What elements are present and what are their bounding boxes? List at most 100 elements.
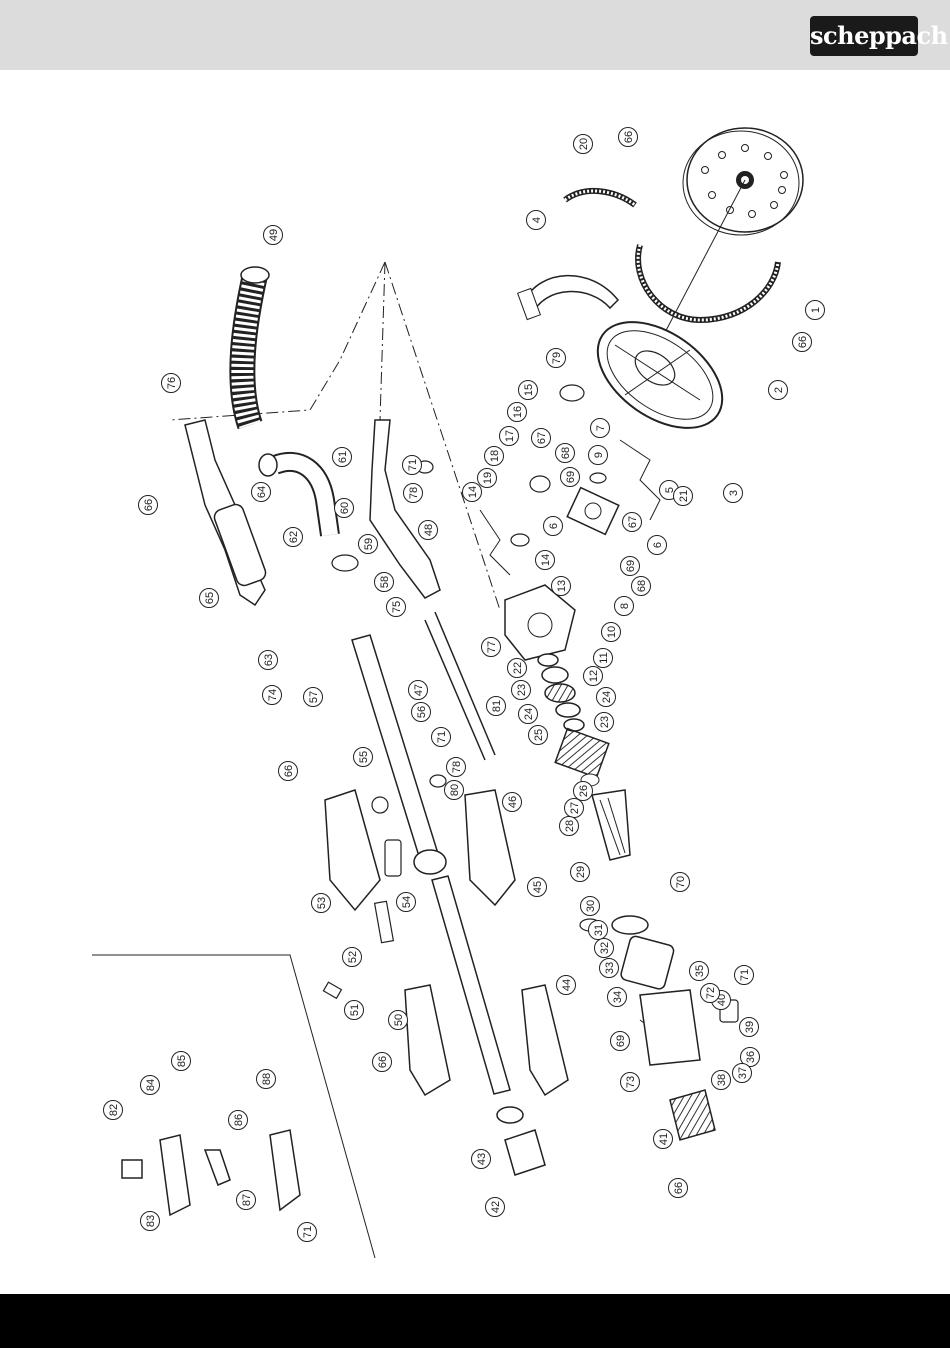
part-label: 69 xyxy=(620,556,640,576)
part-number: 1 xyxy=(810,307,822,313)
part-number: 22 xyxy=(512,662,524,674)
part-number: 65 xyxy=(204,592,216,604)
part-number: 9 xyxy=(593,452,605,458)
part-number: 68 xyxy=(560,447,572,459)
exploded-parts-diagram: 1234566789101112131414151617181920212223… xyxy=(92,127,825,1259)
part-number: 74 xyxy=(267,689,279,701)
part-number: 28 xyxy=(564,820,576,832)
end-cap xyxy=(669,1089,716,1141)
part-label: 87 xyxy=(236,1190,256,1210)
part-label: 68 xyxy=(631,576,651,596)
part-label: 45 xyxy=(527,877,547,897)
gear-housing xyxy=(504,584,576,661)
part-number: 16 xyxy=(512,406,524,418)
housing-bracket xyxy=(369,419,441,599)
part-label: 27 xyxy=(564,798,584,818)
part-label: 7 xyxy=(590,418,610,438)
part-number: 54 xyxy=(401,896,413,908)
part-label: 25 xyxy=(528,725,548,745)
part-number: 66 xyxy=(673,1182,685,1194)
motor-housing xyxy=(611,915,701,1066)
part-number: 14 xyxy=(540,554,552,566)
part-label: 1 xyxy=(805,300,825,320)
part-label: 72 xyxy=(700,983,720,1003)
hose-elbow xyxy=(258,451,340,537)
part-label: 12 xyxy=(583,666,603,686)
bearing-stack xyxy=(537,653,585,732)
part-number: 71 xyxy=(302,1226,314,1238)
part-number: 6 xyxy=(652,542,664,548)
part-number: 23 xyxy=(599,716,611,728)
part-number: 27 xyxy=(569,802,581,814)
part-label: 71 xyxy=(734,965,754,985)
part-number: 86 xyxy=(233,1114,245,1126)
part-label: 62 xyxy=(283,527,303,547)
part-label: 17 xyxy=(499,426,519,446)
part-number: 66 xyxy=(283,765,295,777)
handle-halves xyxy=(324,789,569,1097)
part-number: 24 xyxy=(601,691,613,703)
part-label: 6 xyxy=(647,535,667,555)
part-label: 19 xyxy=(477,468,497,488)
part-number: 69 xyxy=(615,1035,627,1047)
part-label: 79 xyxy=(546,348,566,368)
part-number: 71 xyxy=(407,459,419,471)
part-label: 43 xyxy=(471,1149,491,1169)
part-number: 11 xyxy=(598,652,610,663)
part-number: 77 xyxy=(486,641,498,653)
part-label: 41 xyxy=(653,1129,673,1149)
part-label: 46 xyxy=(502,792,522,812)
footer-band xyxy=(0,1294,950,1348)
part-number: 62 xyxy=(288,531,300,543)
part-number: 76 xyxy=(166,377,178,389)
part-label: 23 xyxy=(511,680,531,700)
part-number: 88 xyxy=(261,1073,273,1085)
part-number: 3 xyxy=(728,490,740,496)
part-label: 76 xyxy=(161,373,181,393)
part-label: 66 xyxy=(668,1178,688,1198)
part-number: 52 xyxy=(347,951,359,963)
part-number: 47 xyxy=(413,684,425,696)
part-number: 80 xyxy=(449,784,461,796)
part-label: 39 xyxy=(739,1017,759,1037)
part-number: 12 xyxy=(588,670,600,682)
part-number: 38 xyxy=(716,1074,728,1086)
part-number: 66 xyxy=(623,131,635,143)
part-number: 44 xyxy=(561,979,573,991)
base-plate xyxy=(596,321,724,429)
handle-assembly xyxy=(184,419,267,607)
part-number: 70 xyxy=(675,876,687,888)
part-number: 19 xyxy=(482,472,494,484)
part-label: 66 xyxy=(618,127,638,147)
part-label: 81 xyxy=(486,696,506,716)
part-label: 18 xyxy=(484,446,504,466)
part-number: 53 xyxy=(316,897,328,909)
part-label: 36 xyxy=(740,1047,760,1067)
part-number: 7 xyxy=(595,425,607,431)
part-number: 8 xyxy=(619,603,631,609)
gear-plate xyxy=(566,486,620,536)
part-label: 75 xyxy=(386,597,406,617)
armature xyxy=(580,773,631,861)
part-number: 33 xyxy=(604,962,616,974)
part-label: 52 xyxy=(342,947,362,967)
part-number: 15 xyxy=(523,384,535,396)
part-number: 64 xyxy=(256,486,268,498)
part-number: 66 xyxy=(377,1056,389,1068)
part-label: 88 xyxy=(256,1069,276,1089)
part-label: 60 xyxy=(334,498,354,518)
part-number: 29 xyxy=(575,866,587,878)
part-label: 78 xyxy=(446,757,466,777)
part-label: 71 xyxy=(431,727,451,747)
part-number: 85 xyxy=(176,1055,188,1067)
header-band xyxy=(0,0,950,70)
part-label: 66 xyxy=(372,1052,392,1072)
part-label: 21 xyxy=(673,486,693,506)
part-label: 80 xyxy=(444,780,464,800)
part-label: 77 xyxy=(481,637,501,657)
part-number: 67 xyxy=(536,432,548,444)
part-label: 15 xyxy=(518,380,538,400)
part-label: 38 xyxy=(711,1070,731,1090)
part-number: 48 xyxy=(423,524,435,536)
part-number: 66 xyxy=(797,336,809,348)
